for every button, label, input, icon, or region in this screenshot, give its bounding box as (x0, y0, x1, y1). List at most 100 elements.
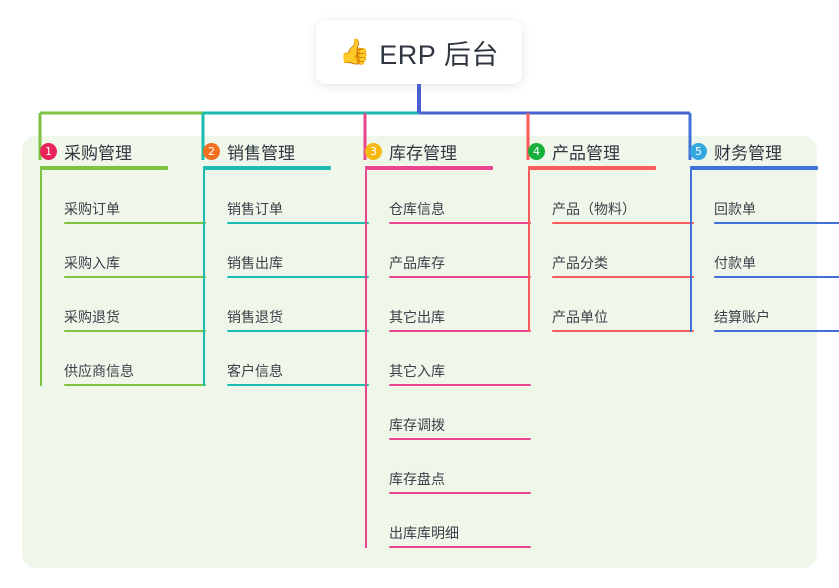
branch-item[interactable]: 付款单 (690, 224, 839, 278)
branch-item[interactable]: 销售退货 (203, 278, 369, 332)
branch-item-underline (64, 384, 206, 386)
branch-item[interactable]: 仓库信息 (365, 170, 531, 224)
branch-item[interactable]: 库存调拨 (365, 386, 531, 440)
branch-header-2[interactable]: 2 销售管理 (185, 136, 347, 166)
branch-title: 采购管理 (64, 143, 132, 163)
branch-columns: 1 采购管理采购订单采购入库采购退货供应商信息 2 销售管理销售订单销售出库销售退货客… (0, 136, 839, 568)
branch-header-underline (203, 166, 331, 170)
branch-item-underline (714, 276, 839, 278)
branch-item-underline (227, 276, 369, 278)
branch-item[interactable]: 采购订单 (40, 170, 206, 224)
branch-item-label: 销售订单 (227, 201, 283, 217)
branches-panel-background (22, 136, 817, 568)
branch-number-badge: 4 (528, 142, 545, 160)
branch-item-label: 销售出库 (227, 255, 283, 271)
branch-item-underline (552, 330, 694, 332)
branch-item[interactable]: 销售出库 (203, 224, 369, 278)
branch-column-5: 5 财务管理回款单付款单结算账户 (672, 136, 839, 332)
branch-item-underline (389, 492, 531, 494)
branch-item[interactable]: 采购退货 (40, 278, 206, 332)
branch-item-label: 产品库存 (389, 255, 445, 271)
branch-item-list: 产品（物料） 产品分类产品单位 (528, 170, 694, 332)
branch-item-label: 采购入库 (64, 255, 120, 271)
branch-item[interactable]: 其它入库 (365, 332, 531, 386)
branch-item[interactable]: 产品库存 (365, 224, 531, 278)
branch-item-list: 仓库信息产品库存其它出库其它入库库存调拨库存盘点出库库明细 (365, 170, 531, 548)
branch-spine (690, 170, 692, 332)
branch-item[interactable]: 产品分类 (528, 224, 694, 278)
branch-header-underline (40, 166, 168, 170)
branch-item-label: 产品单位 (552, 309, 608, 325)
branch-header-3[interactable]: 3 库存管理 (347, 136, 509, 166)
branch-number-badge: 1 (40, 142, 57, 160)
branch-item-underline (227, 330, 369, 332)
branch-item-underline (552, 222, 694, 224)
branch-item-underline (714, 222, 839, 224)
branch-item-underline (389, 276, 531, 278)
root-node[interactable]: 👍 ERP 后台 (316, 20, 522, 84)
branch-column-1: 1 采购管理采购订单采购入库采购退货供应商信息 (22, 136, 206, 386)
branch-item[interactable]: 供应商信息 (40, 332, 206, 386)
branch-title: 产品管理 (552, 143, 620, 163)
branch-spine (40, 170, 42, 386)
branch-item-label: 销售退货 (227, 309, 283, 325)
branch-title: 财务管理 (714, 143, 782, 163)
branch-title: 库存管理 (389, 143, 457, 163)
branch-spine (203, 170, 205, 386)
branch-column-3: 3 库存管理仓库信息产品库存其它出库其它入库库存调拨库存盘点出库库明细 (347, 136, 531, 548)
branch-item-underline (714, 330, 839, 332)
branch-column-2: 2 销售管理销售订单销售出库销售退货客户信息 (185, 136, 369, 386)
branch-item[interactable]: 销售订单 (203, 170, 369, 224)
branch-item[interactable]: 库存盘点 (365, 440, 531, 494)
branch-item-label: 供应商信息 (64, 363, 134, 379)
branch-title: 销售管理 (227, 143, 295, 163)
branch-item[interactable]: 产品单位 (528, 278, 694, 332)
branch-header-1[interactable]: 1 采购管理 (22, 136, 184, 166)
branch-header-5[interactable]: 5 财务管理 (672, 136, 834, 166)
branch-item-label: 其它入库 (389, 363, 445, 379)
branch-item[interactable]: 回款单 (690, 170, 839, 224)
branch-item-label: 付款单 (714, 255, 756, 271)
branch-item[interactable]: 结算账户 (690, 278, 839, 332)
branch-item-underline (389, 384, 531, 386)
thumbs-up-icon: 👍 (339, 37, 371, 66)
branch-number-badge: 2 (203, 142, 220, 160)
branch-item-label: 客户信息 (227, 363, 283, 379)
branch-item-label: 产品（物料） (552, 201, 636, 217)
branch-item-label: 仓库信息 (389, 201, 445, 217)
branch-item-underline (227, 384, 369, 386)
branch-item-label: 回款单 (714, 201, 756, 217)
branch-item-label: 出库库明细 (389, 525, 459, 541)
branch-item[interactable]: 出库库明细 (365, 494, 531, 548)
branch-item-label: 采购退货 (64, 309, 120, 325)
branch-item-underline (64, 276, 206, 278)
branch-item-underline (64, 222, 206, 224)
branch-column-4: 4 产品管理产品（物料） 产品分类产品单位 (510, 136, 694, 332)
branch-header-underline (365, 166, 493, 170)
branch-item-underline (389, 330, 531, 332)
root-node-title: ERP 后台 (379, 39, 499, 70)
branch-item-list: 销售订单销售出库销售退货客户信息 (203, 170, 369, 386)
branch-item[interactable]: 采购入库 (40, 224, 206, 278)
branch-item-list: 采购订单采购入库采购退货供应商信息 (40, 170, 206, 386)
branch-item-underline (227, 222, 369, 224)
branch-header-4[interactable]: 4 产品管理 (510, 136, 672, 166)
branch-spine (528, 170, 530, 332)
branch-item[interactable]: 其它出库 (365, 278, 531, 332)
branch-item[interactable]: 产品（物料） (528, 170, 694, 224)
branch-number-badge: 5 (690, 142, 707, 160)
branch-number-badge: 3 (365, 142, 382, 160)
branch-item-underline (389, 438, 531, 440)
branch-item-underline (552, 276, 694, 278)
branch-item-label: 库存调拨 (389, 417, 445, 433)
branch-header-underline (528, 166, 656, 170)
branch-item-label: 采购订单 (64, 201, 120, 217)
branch-item-label: 库存盘点 (389, 471, 445, 487)
branch-item-list: 回款单付款单结算账户 (690, 170, 839, 332)
branch-item-label: 其它出库 (389, 309, 445, 325)
branch-item-label: 结算账户 (714, 309, 770, 325)
branch-item-underline (389, 546, 531, 548)
branch-item[interactable]: 客户信息 (203, 332, 369, 386)
